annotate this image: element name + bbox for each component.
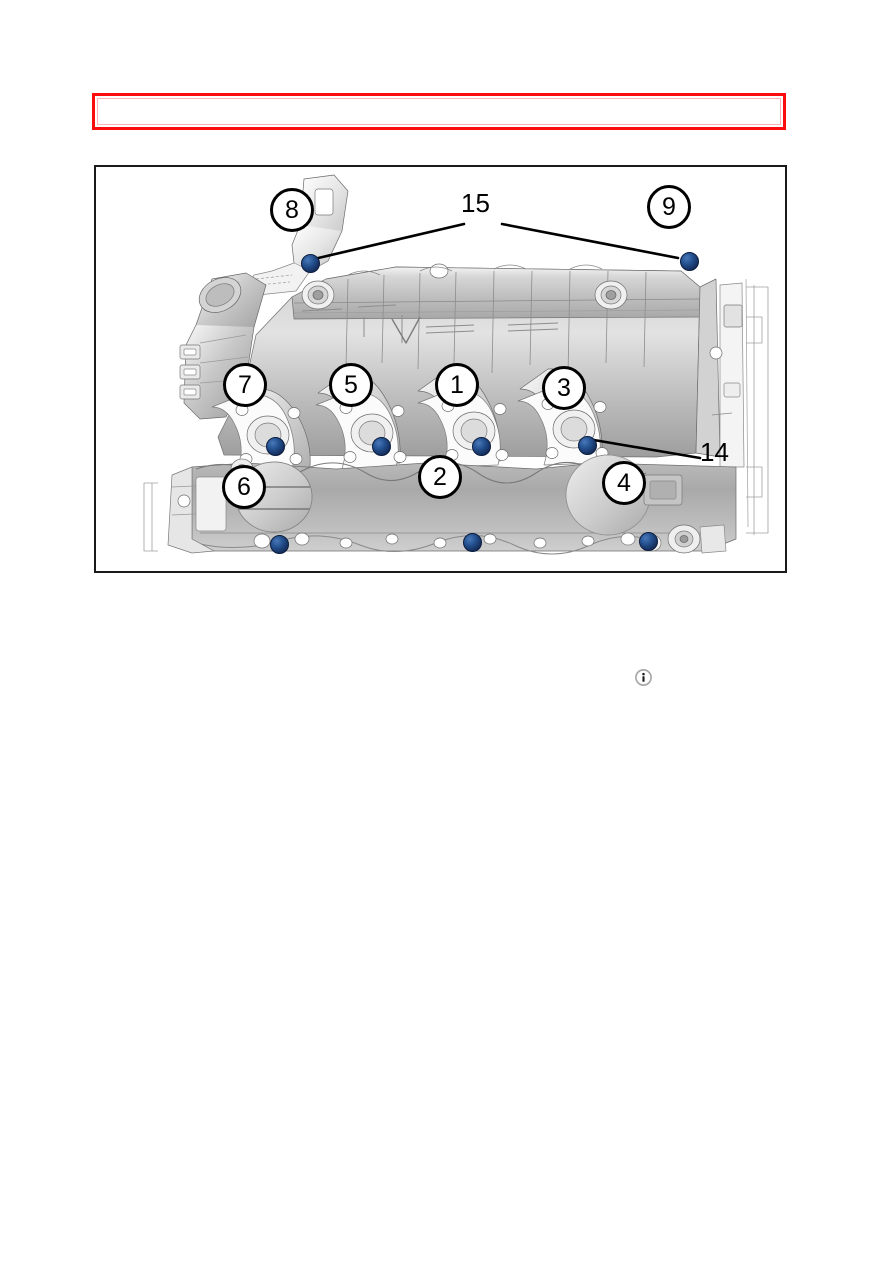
callout-label-6: 6 <box>237 472 251 501</box>
callout-bubble-6[interactable]: 6 <box>222 465 266 509</box>
figure-illustration: 8 9 7 5 1 3 6 2 4 15 14 <box>96 167 785 571</box>
callout-label-5: 5 <box>344 370 358 399</box>
leader-line-15-left <box>312 222 466 261</box>
callout-label-3: 3 <box>557 373 571 402</box>
callout-label-4: 4 <box>617 468 631 497</box>
bolt-marker-4[interactable] <box>639 532 658 551</box>
bolt-marker-5[interactable] <box>372 437 391 456</box>
information-icon[interactable] <box>635 669 652 686</box>
callout-bubble-9[interactable]: 9 <box>647 185 691 229</box>
callout-bubble-2[interactable]: 2 <box>418 455 462 499</box>
caution-note-box <box>92 93 786 130</box>
bolt-marker-9[interactable] <box>680 252 699 271</box>
callout-bubble-5[interactable]: 5 <box>329 363 373 407</box>
bolt-marker-8[interactable] <box>301 254 320 273</box>
bolt-marker-3[interactable] <box>578 436 597 455</box>
bolt-marker-6[interactable] <box>270 535 289 554</box>
callout-label-7: 7 <box>238 370 252 399</box>
leader-lines <box>312 222 702 460</box>
bolt-marker-7[interactable] <box>266 437 285 456</box>
leader-label-14: 14 <box>700 437 729 467</box>
bolt-marker-2[interactable] <box>463 533 482 552</box>
bolt-marker-1[interactable] <box>472 437 491 456</box>
leader-line-15-right <box>500 222 680 260</box>
callout-label-2: 2 <box>433 462 447 491</box>
callout-label-9: 9 <box>662 192 676 221</box>
callout-bubble-3[interactable]: 3 <box>542 366 586 410</box>
leader-line-14 <box>586 437 702 460</box>
callout-bubble-1[interactable]: 1 <box>435 363 479 407</box>
callout-bubble-7[interactable]: 7 <box>223 363 267 407</box>
callout-bubble-8[interactable]: 8 <box>270 188 314 232</box>
callout-label-8: 8 <box>285 195 299 224</box>
callout-bubble-4[interactable]: 4 <box>602 461 646 505</box>
callout-label-1: 1 <box>450 370 464 399</box>
leader-label-15: 15 <box>461 188 490 218</box>
figure-frame: 8 9 7 5 1 3 6 2 4 15 14 <box>94 165 787 573</box>
